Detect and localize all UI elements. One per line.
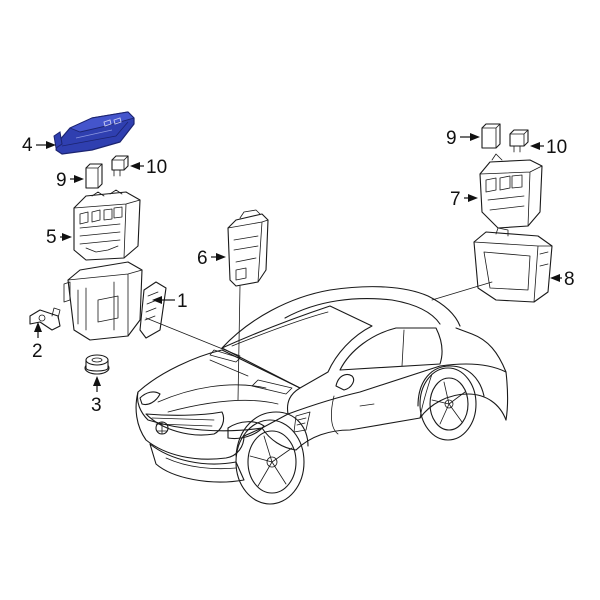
part-9-relay-right[interactable] <box>481 123 501 149</box>
leader-lines <box>145 281 493 401</box>
svg-text:2: 2 <box>32 341 43 362</box>
part-2-bracket[interactable] <box>29 307 61 331</box>
part-7-fuse-box-right[interactable] <box>479 153 543 229</box>
svg-text:7: 7 <box>450 189 461 210</box>
svg-text:1: 1 <box>177 291 188 312</box>
callout-7: 7 <box>450 189 478 210</box>
callout-10-right: 10 <box>530 137 567 158</box>
callout-3: 3 <box>91 376 102 416</box>
svg-text:10: 10 <box>146 157 167 178</box>
svg-text:9: 9 <box>446 128 457 149</box>
car-illustration <box>135 286 509 505</box>
svg-text:9: 9 <box>56 170 67 191</box>
callout-4: 4 <box>22 135 56 156</box>
callout-6: 6 <box>197 248 226 269</box>
callout-8: 8 <box>550 269 575 290</box>
part-1-box-housing[interactable] <box>63 261 167 341</box>
svg-text:5: 5 <box>46 227 57 248</box>
callout-2: 2 <box>32 322 43 362</box>
part-6-control-module[interactable] <box>227 209 269 287</box>
part-10-fuse-left[interactable] <box>111 155 129 177</box>
part-4-cover-highlighted[interactable] <box>53 111 135 155</box>
svg-text:8: 8 <box>564 269 575 290</box>
callout-5: 5 <box>46 227 72 248</box>
part-3-grommet[interactable] <box>84 354 110 375</box>
svg-text:6: 6 <box>197 248 208 269</box>
part-10-fuse-right[interactable] <box>509 129 529 153</box>
callout-10-left: 10 <box>130 157 167 178</box>
callout-9-left: 9 <box>56 170 84 191</box>
part-8-tray[interactable] <box>473 227 553 303</box>
svg-text:10: 10 <box>546 137 567 158</box>
callout-9-right: 9 <box>446 128 480 149</box>
svg-text:3: 3 <box>91 395 102 416</box>
part-9-relay-left[interactable] <box>85 163 103 189</box>
part-5-fuse-box[interactable] <box>73 189 141 261</box>
svg-text:4: 4 <box>22 135 33 156</box>
callout-1: 1 <box>152 291 188 312</box>
